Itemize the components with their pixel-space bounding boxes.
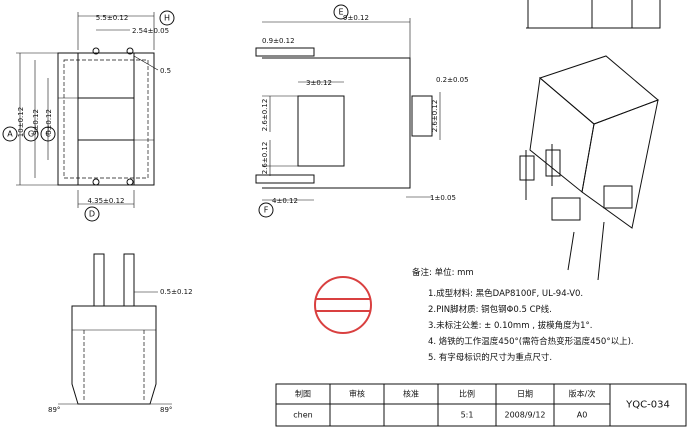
dim-pin-diameter: 0.5: [160, 67, 171, 75]
dim-c: 6±0.12: [45, 109, 53, 135]
tb-header-scale: 比例: [459, 389, 475, 399]
front-pin-right: [123, 253, 135, 307]
label-h: H: [164, 14, 170, 23]
dim-a: 10±0.12: [17, 107, 25, 137]
label-c: C: [45, 130, 51, 139]
note-2: 2.PIN脚材质: 铜包钢Φ0.5 CP线.: [428, 304, 552, 315]
note-4: 4. 烙铁的工作温度450°(需符合热变形温度450°以上).: [428, 336, 634, 347]
pin-hole-1: [92, 47, 100, 55]
notes-block: 备注: 单位: mm 1.成型材料: 黑色DAP8100F, UL-94-V0.…: [412, 267, 634, 363]
circle-labels: A G C D E F H: [2, 4, 349, 222]
dim-pin-offset: 0.9±0.12: [262, 37, 295, 45]
note-3: 3.未标注公差: ± 0.10mm , 拔模角度为1°.: [428, 320, 592, 331]
front-pin-left: [93, 253, 105, 307]
label-d: D: [89, 210, 95, 219]
label-e: E: [338, 8, 343, 17]
dim-side-2.6-a: 2.6±0.12: [261, 99, 269, 132]
pin-hole-3: [92, 178, 100, 186]
pin-hole-2: [126, 47, 134, 55]
dim-tab-height: 2.6±0.12: [431, 100, 439, 133]
iso-right-face: [581, 99, 659, 229]
tb-value-date: 2008/9/12: [504, 411, 545, 420]
tb-header-drawn: 制图: [295, 389, 311, 399]
tb-header-version: 版本/次: [569, 389, 596, 399]
side-tab: [411, 95, 433, 137]
iso-left-face: [529, 77, 595, 193]
front-body: [71, 305, 157, 405]
dim-g: 9±0.12: [32, 109, 40, 135]
tb-header-checked: 审核: [349, 389, 365, 399]
dim-tab-thickness: 0.2±0.05: [436, 76, 469, 84]
dim-bottom-width: 4.35±0.12: [87, 197, 124, 205]
tb-header-date: 日期: [517, 390, 533, 399]
label-g: G: [28, 130, 34, 139]
side-view: 9±0.12 0.9±0.12 3±0.12 0.2±0.05 2.6±0.12…: [255, 14, 469, 205]
dim-angle-right: 89°: [160, 406, 172, 414]
top-view-inner: [77, 52, 135, 186]
dim-front-0.5: 0.5±0.12: [160, 288, 193, 296]
note-5: 5. 有字母标识的尺寸为重点尺寸.: [428, 352, 552, 363]
tb-value-version: A0: [577, 411, 588, 420]
title-block: 制图 审核 核准 比例 日期 版本/次 chen 5:1 2008/9/12 A…: [275, 383, 687, 427]
dim-pin-length: 4±0.12: [272, 197, 298, 205]
pin-hole-4: [126, 178, 134, 186]
top-view: 5.5±0.12 2.54±0.05 0.5 10±0.12 9±0.12 6±…: [16, 12, 171, 208]
label-a: A: [7, 130, 13, 139]
tb-value-drawn: chen: [293, 411, 312, 420]
note-1: 1.成型材料: 黑色DAP8100F, UL-94-V0.: [428, 288, 583, 299]
side-pin-bottom: [255, 174, 315, 184]
top-view-hidden: [63, 59, 149, 179]
dim-side-length: 9±0.12: [343, 14, 369, 22]
side-pin-top: [255, 47, 315, 57]
front-view: 0.5±0.12 89° 89°: [48, 253, 193, 414]
label-f: F: [264, 206, 269, 215]
tb-drawing-code: YQC-034: [625, 400, 670, 411]
dim-side-2.6-b: 2.6±0.12: [261, 142, 269, 175]
dim-angle-left: 89°: [48, 406, 60, 414]
dim-block-width: 3±0.12: [306, 79, 332, 87]
tb-value-scale: 5:1: [461, 411, 474, 420]
iso-view: [519, 0, 661, 281]
notes-heading: 备注: 单位: mm: [412, 267, 474, 278]
iso-top-face: [539, 55, 659, 125]
red-stamp: [314, 276, 372, 334]
side-block: [297, 95, 345, 167]
dim-base-1: 1±0.05: [430, 194, 456, 202]
top-view-outline: [57, 52, 155, 186]
dim-pin-pitch: 2.54±0.05: [132, 27, 169, 35]
dim-top-width: 5.5±0.12: [96, 14, 129, 22]
side-body: [262, 57, 411, 189]
tb-header-approved: 核准: [403, 389, 419, 399]
